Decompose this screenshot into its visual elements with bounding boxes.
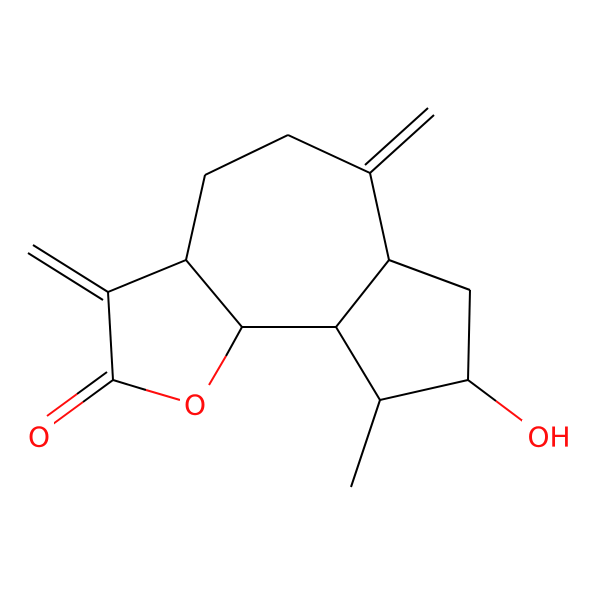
atom-labels: O O OH (24, 388, 576, 454)
double-bond (76, 371, 108, 395)
double-bond (32, 244, 109, 293)
double-bond (46, 393, 78, 417)
bond (467, 289, 471, 381)
bond (335, 259, 390, 328)
label-backdrop (522, 420, 576, 452)
bond (369, 172, 390, 261)
ring-oxygen-label: O (184, 389, 206, 422)
carbonyl-oxygen-label: O (28, 421, 50, 454)
bond (112, 379, 147, 391)
double-bond (369, 114, 435, 174)
bond (204, 134, 289, 176)
bond (388, 259, 471, 291)
hydroxyl-label: OH (527, 421, 570, 454)
double-bond (364, 107, 429, 166)
bond (145, 389, 181, 401)
bond (208, 355, 227, 386)
bond (185, 259, 243, 328)
double-bond (27, 252, 104, 301)
bond (225, 326, 243, 357)
bond (185, 174, 206, 261)
bond (467, 379, 497, 402)
bonds (27, 107, 525, 488)
bond (379, 379, 469, 401)
double-bond (82, 379, 114, 403)
label-backdrop (24, 420, 54, 452)
double-bond (52, 401, 84, 425)
bond (350, 399, 381, 488)
bond (495, 400, 525, 423)
bond (287, 134, 371, 174)
bond (335, 326, 381, 401)
label-backdrop (180, 388, 210, 420)
bond (107, 259, 187, 293)
bond (107, 291, 114, 381)
